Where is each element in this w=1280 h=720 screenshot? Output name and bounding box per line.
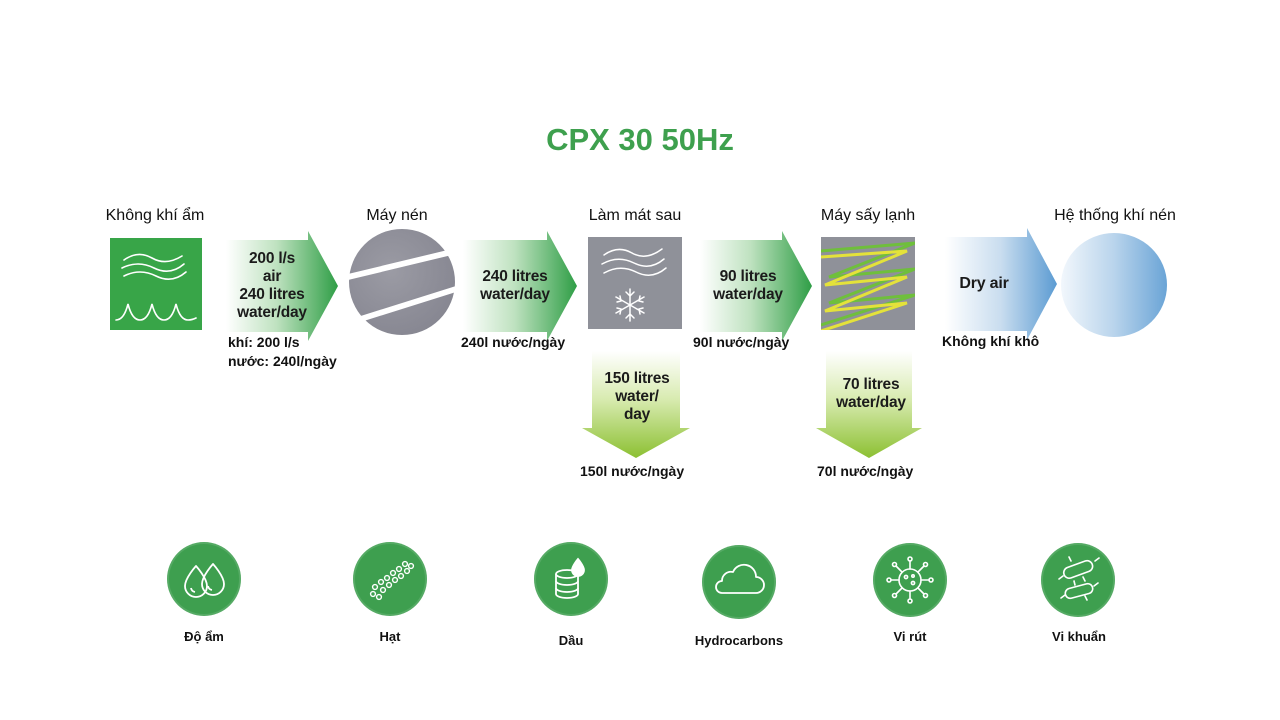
contaminant-label-moisture: Độ ẩm: [184, 629, 224, 644]
dry-air-arrow: [945, 228, 1057, 340]
drain-arrow-2-text: 70 litres water/day: [836, 376, 906, 411]
refrigerant-dryer-icon: [821, 237, 915, 330]
particles-icon: [353, 542, 427, 616]
stage-label-compressor: Máy nén: [366, 207, 428, 224]
stage-label-air-system: Hệ thống khí nén: [1054, 207, 1176, 224]
virus-icon: [873, 543, 947, 617]
flow-arrow-1-text: 200 l/s air 240 litres water/day: [237, 250, 307, 321]
flow-caption-2: 240l nước/ngày: [461, 334, 566, 350]
flow-arrow-3: [700, 231, 812, 341]
flow-arrow-2: [463, 231, 577, 341]
contaminant-label-bacteria: Vi khuẩn: [1052, 629, 1106, 644]
contaminant-label-virus: Vi rút: [893, 629, 927, 644]
compressor-icon: [348, 229, 456, 335]
dry-air-arrow-text: Dry air: [959, 275, 1009, 292]
stage-label-aftercooler: Làm mát sau: [588, 207, 682, 224]
contaminant-label-oil: Dầu: [558, 633, 584, 648]
flow-caption-1-line2: nước: 240l/ngày: [228, 353, 337, 369]
drain-caption-2: 70l nước/ngày: [817, 463, 914, 479]
flow-arrow-1: [226, 231, 338, 341]
cloud-icon: [702, 545, 776, 619]
contaminant-label-particles: Hạt: [379, 629, 401, 644]
stage-label-refrigerant-dryer: Máy sấy lạnh: [820, 207, 916, 224]
stage-label-humid-air: Không khí ẩm: [105, 207, 205, 224]
humid-air-icon: [110, 238, 202, 330]
contaminant-label-hydrocarbons: Hydrocarbons: [694, 633, 784, 648]
flow-arrow-2-text: 240 litres water/day: [480, 268, 550, 303]
drain-arrow-1: [582, 351, 690, 458]
aftercooler-icon: [588, 237, 682, 329]
drain-arrow-1-text: 150 litres water/ day: [604, 370, 670, 423]
flow-caption-1-line1: khí: 200 l/s: [228, 334, 300, 350]
water-drops-icon: [167, 542, 241, 616]
air-system-icon: [1061, 233, 1167, 337]
bacteria-icon: [1041, 543, 1115, 617]
diagram-title: CPX 30 50Hz: [546, 122, 734, 157]
oil-icon: [534, 542, 608, 616]
drain-arrow-2: [816, 351, 922, 458]
flow-caption-3: 90l nước/ngày: [693, 334, 790, 350]
dry-air-caption: Không khí khô: [942, 333, 1040, 349]
drain-caption-1: 150l nước/ngày: [580, 463, 685, 479]
flow-arrow-3-text: 90 litres water/day: [713, 268, 783, 303]
